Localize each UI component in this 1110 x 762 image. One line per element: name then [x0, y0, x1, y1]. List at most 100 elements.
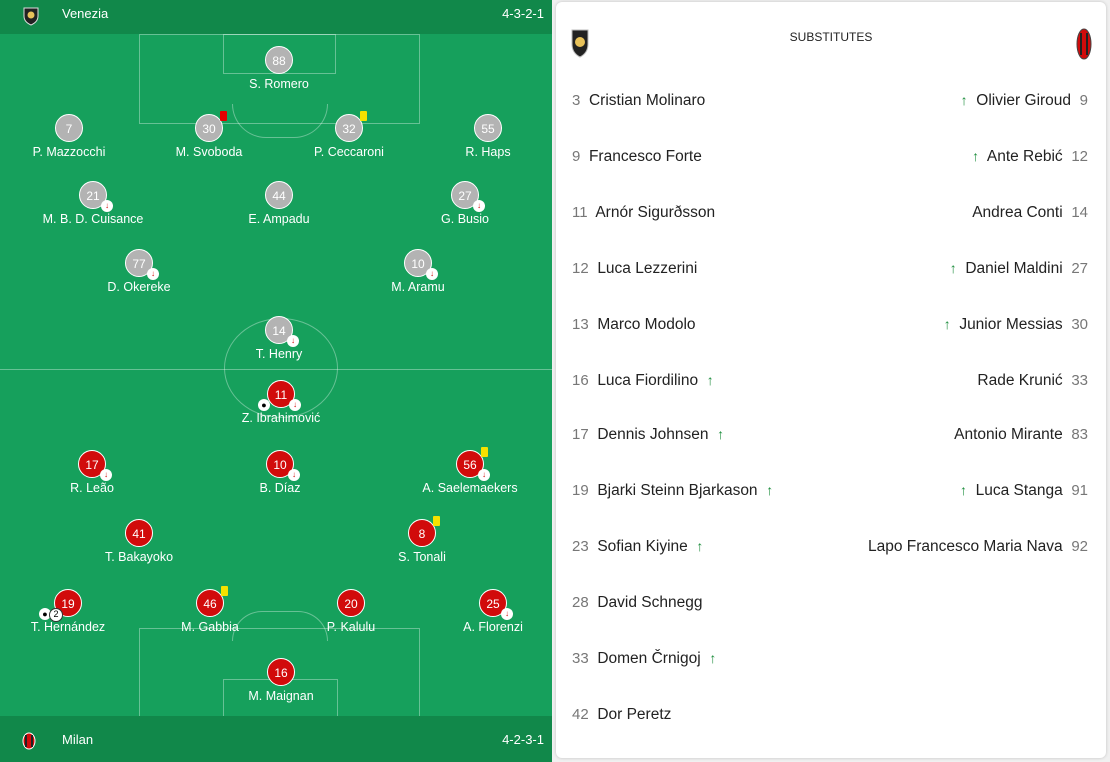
shirt-number: 21↓ [79, 181, 113, 212]
sub-name[interactable]: Arnór Sigurðsson [595, 204, 716, 221]
shirt-number: 32 [335, 111, 367, 142]
player-name: P. Mazzocchi [32, 145, 106, 159]
player-name: M. Maignan [248, 689, 314, 703]
player-name: A. Florenzi [463, 620, 523, 634]
sub-name[interactable]: Cristian Molinaro [588, 92, 706, 109]
sub-name[interactable]: Dennis Johnsen [597, 426, 709, 443]
arrow-up-icon: ↑ [696, 538, 704, 554]
pitch-player[interactable]: 21↓ M. B. D. Cuisance [13, 181, 173, 226]
player-name: T. Henry [255, 347, 303, 361]
shirt-number: 17↓ [78, 450, 112, 481]
pitch-player[interactable]: 10↓ M. Aramu [338, 249, 498, 294]
substitute-row: 3 Cristian Molinaro ↑ Olivier Giroud 9 [556, 92, 1106, 132]
away-team-bar[interactable]: Milan 4-2-3-1 [0, 716, 552, 762]
yellow-card-icon [360, 111, 367, 121]
shirt-number: 10↓ [404, 249, 438, 280]
arrow-down-icon: ↓ [289, 399, 301, 411]
shirt-number: 20 [337, 589, 365, 617]
sub-name[interactable]: Rade Krunić [977, 372, 1063, 389]
player-name: R. Leão [70, 481, 114, 495]
pitch-player[interactable]: 11↓● Z. Ibrahimović [201, 380, 361, 425]
player-name: T. Bakayoko [104, 550, 174, 564]
sub-name[interactable]: Daniel Maldini [965, 260, 1063, 277]
pitch-player[interactable]: 10↓ B. Díaz [200, 450, 360, 495]
substitute-row: 12 Luca Lezzerini ↑ Daniel Maldini 27 [556, 260, 1106, 300]
pitch-player[interactable]: 19●2 T. Hernández [0, 589, 148, 634]
away-formation: 4-2-3-1 [502, 732, 544, 747]
sub-name[interactable]: Bjarki Steinn Bjarkason [597, 482, 758, 499]
football-icon: ● [258, 399, 270, 411]
sub-number: 14 [1071, 204, 1088, 221]
sub-name[interactable]: Ante Rebić [986, 148, 1063, 165]
arrow-up-icon: ↑ [717, 426, 725, 442]
arrow-down-icon: ↓ [147, 268, 159, 280]
player-name: E. Ampadu [248, 212, 310, 226]
player-name: M. Svoboda [175, 145, 243, 159]
pitch-player[interactable]: 88 S. Romero [199, 46, 359, 91]
sub-name[interactable]: Sofian Kiyine [597, 538, 688, 555]
substitute-row: 11 Arnór Sigurðsson Andrea Conti 14 [556, 204, 1106, 244]
pitch-player[interactable]: 16 M. Maignan [201, 658, 361, 703]
sub-name[interactable]: Olivier Giroud [976, 92, 1072, 109]
shirt-number: 56↓ [456, 447, 490, 481]
shirt-number: 55 [474, 114, 502, 142]
arrow-down-icon: ↓ [501, 608, 513, 620]
pitch-player[interactable]: 20 P. Kalulu [271, 589, 431, 634]
sub-number: 27 [1071, 260, 1088, 277]
milan-crest-icon [1076, 28, 1092, 65]
sub-name[interactable]: Dor Peretz [597, 706, 672, 723]
pitch-player[interactable]: 14↓ T. Henry [199, 316, 359, 361]
arrow-up-icon: ↑ [766, 482, 774, 498]
sub-number: 9 [1079, 92, 1088, 109]
home-team-bar[interactable]: Venezia 4-3-2-1 [0, 0, 552, 34]
sub-name[interactable]: Francesco Forte [588, 148, 702, 165]
arrow-up-icon: ↑ [960, 482, 968, 498]
pitch-player[interactable]: 77↓ D. Okereke [59, 249, 219, 294]
pitch-player[interactable]: 56↓ A. Saelemaekers [390, 447, 550, 495]
sub-name[interactable]: Junior Messias [959, 316, 1063, 333]
sub-name[interactable]: Lapo Francesco Maria Nava [867, 538, 1063, 555]
substitute-row: 33 Domen Črnigoj ↑ [556, 650, 1106, 690]
sub-number: 33 [572, 650, 589, 667]
pitch-player[interactable]: 55 R. Haps [408, 114, 552, 159]
lineup-pitch: Venezia 4-3-2-1 88 S. Romero 7 P. Mazzoc… [0, 0, 552, 762]
sub-name[interactable]: Luca Fiordilino [597, 372, 699, 389]
sub-number: 17 [572, 426, 589, 443]
shirt-number: 16 [267, 658, 295, 686]
sub-name[interactable]: David Schnegg [597, 594, 703, 611]
player-name: S. Tonali [398, 550, 446, 564]
pitch-player[interactable]: 41 T. Bakayoko [59, 519, 219, 564]
pitch-player[interactable]: 8 S. Tonali [342, 516, 502, 564]
pitch-player[interactable]: 44 E. Ampadu [199, 181, 359, 226]
sub-number: 16 [572, 372, 589, 389]
player-name: D. Okereke [107, 280, 171, 294]
arrow-down-icon: ↓ [287, 335, 299, 347]
player-name: A. Saelemaekers [422, 481, 518, 495]
pitch-player[interactable]: 27↓ G. Busio [385, 181, 545, 226]
sub-name[interactable]: Luca Stanga [975, 482, 1063, 499]
pitch-player[interactable]: 17↓ R. Leão [12, 450, 172, 495]
sub-number: 12 [572, 260, 589, 277]
substitute-row: 23 Sofian Kiyine ↑ Lapo Francesco Maria … [556, 538, 1106, 578]
sub-name[interactable]: Andrea Conti [972, 204, 1063, 221]
arrow-up-icon: ↑ [949, 260, 957, 276]
player-name: T. Hernández [30, 620, 106, 634]
sub-number: 83 [1071, 426, 1088, 443]
pitch-player[interactable]: 30 M. Svoboda [129, 111, 289, 159]
sub-name[interactable]: Luca Lezzerini [597, 260, 698, 277]
substitutes-panel: SUBSTITUTES 3 Cristian Molinaro ↑ Olivie… [556, 2, 1106, 758]
sub-number: 28 [572, 594, 589, 611]
pitch-player[interactable]: 32 P. Ceccaroni [269, 111, 429, 159]
substitute-row: 17 Dennis Johnsen ↑ Antonio Mirante 83 [556, 426, 1106, 466]
shirt-number: 7 [55, 114, 83, 142]
sub-name[interactable]: Domen Črnigoj [597, 650, 701, 667]
shirt-number: 14↓ [265, 316, 299, 347]
arrow-down-icon: ↓ [288, 469, 300, 481]
arrow-down-icon: ↓ [101, 200, 113, 212]
arrow-up-icon: ↑ [960, 92, 968, 108]
pitch-player[interactable]: 25↓ A. Florenzi [413, 589, 552, 634]
pitch-player[interactable]: 46 M. Gabbia [130, 586, 290, 634]
sub-name[interactable]: Antonio Mirante [954, 426, 1063, 443]
sub-name[interactable]: Marco Modolo [597, 316, 696, 333]
pitch-player[interactable]: 7 P. Mazzocchi [0, 114, 149, 159]
